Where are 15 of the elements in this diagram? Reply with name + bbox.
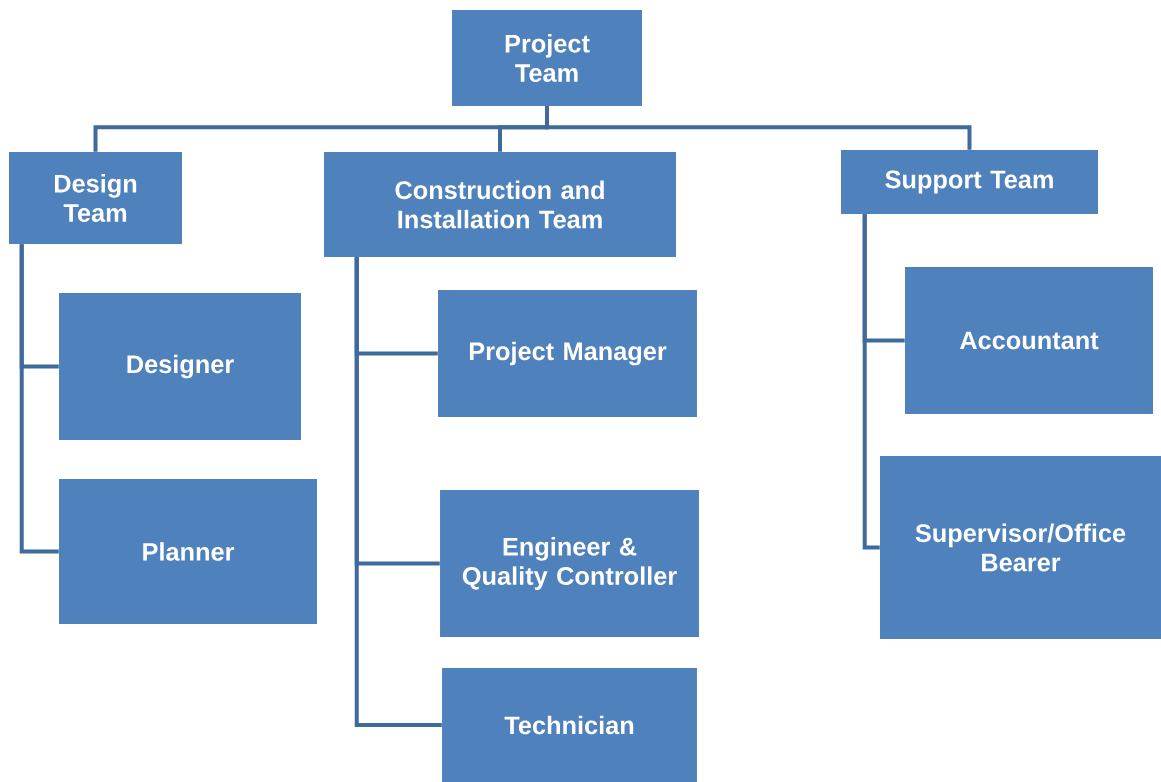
connector-line [862, 214, 880, 550]
team-box: Design Team [9, 152, 183, 244]
team-box: Designer [59, 293, 301, 440]
team-box: Construction and Installation Team [324, 151, 676, 258]
team-box: Project Manager [438, 290, 697, 417]
team-box: Technician [442, 668, 697, 782]
team-box: Planner [59, 478, 317, 625]
team-box: Engineer & Quality Controller [440, 490, 699, 637]
team-box: Accountant [905, 267, 1153, 414]
connector-line [19, 244, 59, 554]
team-box: Support Team [840, 150, 1099, 214]
team-box: Project Team [452, 10, 642, 106]
connector-line [354, 257, 442, 727]
connector-line [545, 106, 972, 150]
team-box: Supervisor/Office Bearer [879, 456, 1161, 639]
